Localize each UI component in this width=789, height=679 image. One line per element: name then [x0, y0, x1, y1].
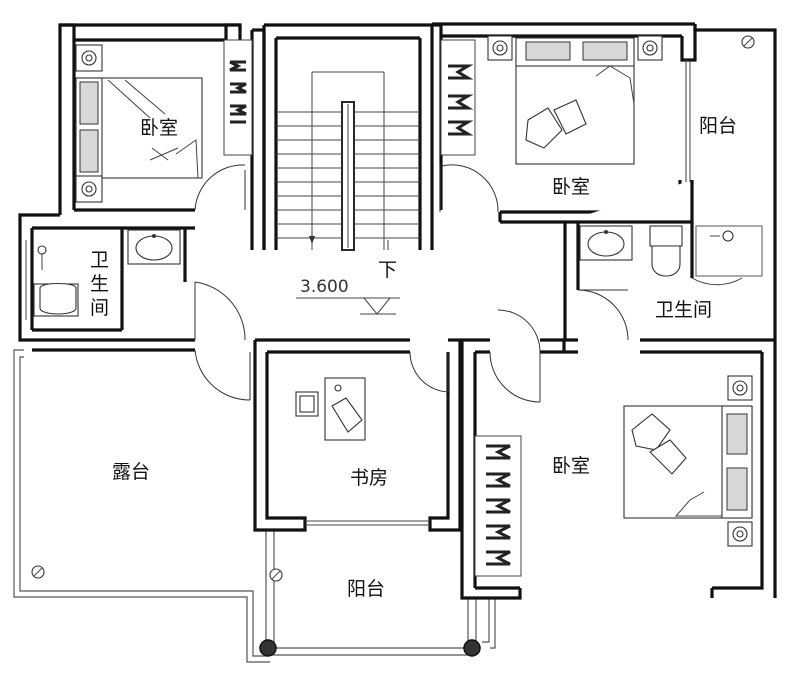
- room-label-balcony-ne: 阳台: [699, 115, 737, 137]
- bath-w-fixtures: [33, 229, 181, 317]
- svg-text:生: 生: [90, 273, 109, 295]
- staircase: [276, 71, 420, 251]
- study-desk: [295, 377, 366, 441]
- bed-nw: [75, 44, 203, 203]
- svg-text:卫: 卫: [90, 249, 109, 271]
- door-swings: [194, 164, 743, 403]
- wardrobe-se: [474, 435, 522, 577]
- wardrobe-nw: [223, 39, 253, 156]
- level-marker: [296, 297, 400, 315]
- room-label-bedroom-ne: 卧室: [552, 176, 590, 198]
- room-label-balcony-s: 阳台: [347, 578, 385, 600]
- terrace-railing: [13, 349, 521, 663]
- column-post: [463, 639, 481, 657]
- wardrobe-ne: [440, 39, 476, 156]
- room-label-terrace: 露台: [112, 461, 150, 483]
- level-value: 3.600: [300, 277, 349, 297]
- column-post: [259, 639, 277, 657]
- room-label-bath-e: 卫生间: [655, 299, 712, 321]
- stair-down-label: 下: [378, 259, 397, 281]
- bed-se: [623, 375, 753, 547]
- room-label-bedroom-se: 卧室: [552, 455, 590, 477]
- room-label-study: 书房: [350, 467, 388, 489]
- bed-ne: [487, 35, 663, 165]
- room-label-bath-w: 卫 生 间: [90, 249, 109, 319]
- room-label-bedroom-nw: 卧室: [140, 117, 178, 139]
- svg-text:间: 间: [90, 297, 109, 319]
- bath-e-fixtures: [579, 225, 763, 277]
